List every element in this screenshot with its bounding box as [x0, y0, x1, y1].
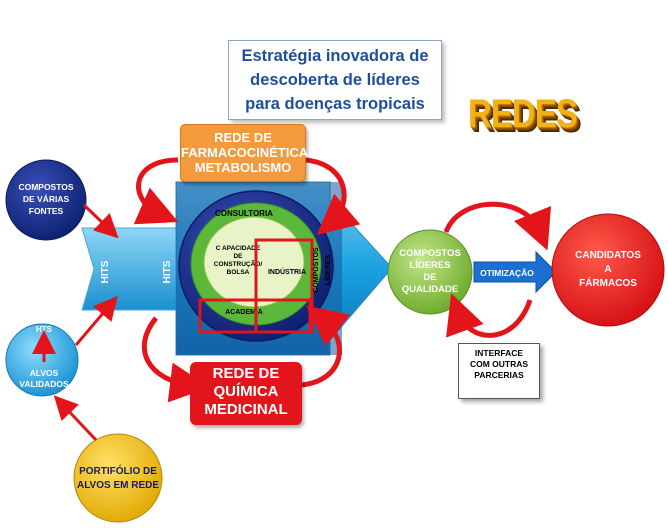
label-line: COMPOSTOS	[18, 182, 73, 192]
label-line: PORTIFÓLIO DE	[79, 464, 157, 477]
loop-arrow-optimization-bottom	[446, 293, 533, 338]
optimization-arrow	[473, 250, 557, 294]
title-box: Estratégia inovadora de descoberta de lí…	[228, 40, 442, 120]
quality-leads-circle	[387, 229, 473, 315]
label-line: CANDIDATOS	[575, 250, 641, 261]
pk-network-label: REDE DE FARMACOCINÉTICA/ METABOLISMO	[181, 130, 312, 175]
label-line: LÍDERES	[409, 260, 450, 271]
loop-arrow-optimization-top	[443, 201, 551, 251]
target-portfolio-label: PORTIFÓLIO DE ALVOS EM REDE	[77, 464, 159, 491]
pk-network-box: REDE DE FARMACOCINÉTICA/ METABOLISMO	[180, 124, 312, 182]
hits-arrow-left	[81, 227, 183, 311]
capacidade-line: CONSTRUÇÃO/	[214, 259, 263, 268]
label-line: QUALIDADE	[402, 284, 458, 295]
red-arrow-portfolio-to-targets	[53, 395, 98, 442]
compounds-sources-label: COMPOSTOS DE VÁRIAS FONTES	[18, 182, 73, 216]
validated-targets-circle	[5, 323, 79, 397]
loop-arrow-top-right	[305, 157, 361, 235]
capacidade-line: C APACIDADE	[216, 245, 261, 252]
label-line: DE VÁRIAS	[23, 194, 70, 204]
label-line: FÁRMACOS	[579, 276, 637, 289]
capacidade-line: BOLSA	[227, 269, 250, 276]
label-line: DE	[423, 272, 436, 283]
diagram-title: Estratégia inovadora de descoberta de lí…	[241, 47, 429, 113]
compounds-sources-circle	[5, 159, 87, 241]
hts-small-label: HTS	[36, 325, 53, 334]
hits-label-1: HITS	[100, 260, 111, 283]
label-line: ALVOS	[30, 368, 59, 378]
academia-label: ACADEMIA	[225, 309, 263, 316]
lead-vertical-line: COMPOSTOS	[313, 247, 320, 293]
interface-label: INTERFACE COM OUTRAS PARCERIAS	[469, 348, 529, 380]
optimization-label: OTIMIZAÇÃO	[480, 268, 534, 278]
interface-box: INTERFACE COM OUTRAS PARCERIAS	[458, 343, 540, 399]
industria-highlight-box	[254, 238, 314, 334]
industria-label: INDÚSTRIA	[268, 267, 306, 276]
label-line: ALVOS EM REDE	[77, 480, 159, 491]
label-line: A	[604, 264, 611, 275]
drug-candidates-circle	[551, 213, 665, 327]
loop-arrow-top-left	[133, 157, 179, 225]
label-line: VALIDADOS	[19, 379, 69, 389]
hits-label-2: HITS	[162, 260, 173, 283]
redes-label: REDES	[468, 92, 578, 136]
label-line: COMPOSTOS	[399, 248, 461, 259]
consultoria-label: CONSULTORIA	[215, 209, 273, 218]
med-chem-label: REDE DE QUÍMICA MEDICINAL	[204, 365, 288, 418]
med-chem-box: REDE DE QUÍMICA MEDICINAL	[190, 362, 302, 425]
target-portfolio-circle	[73, 433, 163, 523]
red-arrow-sources-to-hits	[82, 203, 119, 239]
capacidade-line: DE	[233, 253, 243, 260]
label-line: FONTES	[29, 206, 64, 216]
lead-vertical-line: LÍDERES	[323, 255, 332, 286]
loop-arrow-bottom-right	[301, 305, 351, 388]
loop-arrow-bottom-left	[141, 316, 210, 403]
red-arrow-targets-to-hits	[74, 295, 118, 346]
